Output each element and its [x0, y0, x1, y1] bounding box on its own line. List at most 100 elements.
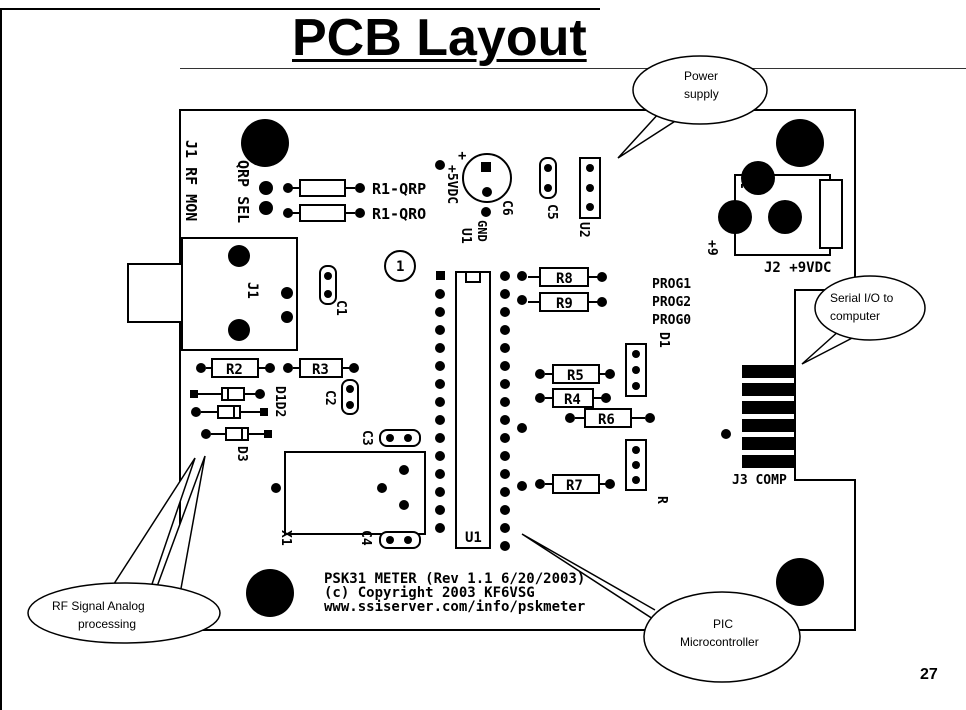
- callout-rf-line1: RF Signal Analog: [52, 599, 145, 613]
- pad: [544, 184, 552, 192]
- pad: [500, 541, 510, 551]
- x1-label: X1: [278, 530, 293, 546]
- pad: [255, 389, 265, 399]
- pad: [435, 397, 445, 407]
- pcb-shape: [127, 263, 183, 323]
- c2-label: C2: [322, 390, 337, 406]
- pcb-shape: [742, 365, 796, 378]
- c2-body: [341, 379, 359, 415]
- footer-line-3: www.ssiserver.com/info/pskmeter: [324, 599, 585, 615]
- footer-line-1: PSK31 METER (Rev 1.1 6/20/2003): [324, 571, 585, 587]
- slide-frame-top: [0, 8, 600, 10]
- pad: [500, 451, 510, 461]
- pad: [435, 469, 445, 479]
- r5-label: R5: [567, 368, 584, 384]
- pcb-shape: [742, 437, 796, 450]
- pad: [500, 397, 510, 407]
- pad: [517, 271, 527, 281]
- title-rule: [180, 68, 966, 69]
- pcb-shape: [742, 455, 796, 468]
- pad: [586, 164, 594, 172]
- pcb-shape: [742, 401, 796, 414]
- pad: [500, 325, 510, 335]
- r1-qrp-label: R1-QRP: [372, 180, 426, 198]
- c4-label: C4: [358, 530, 373, 546]
- pad: [435, 379, 445, 389]
- callout-rf-signal: RF Signal Analog processing: [27, 455, 221, 644]
- u1-bottom-label: U1: [465, 530, 482, 546]
- pad: [632, 446, 640, 454]
- diode-d3: [225, 427, 249, 441]
- pad: [191, 407, 201, 417]
- pad: [435, 160, 445, 170]
- pcb-shape: [632, 55, 768, 125]
- callout-serial-io: Serial I/O to computer: [801, 275, 926, 365]
- pin1-label: 1: [396, 259, 404, 275]
- u1-top-label: U1: [458, 228, 473, 244]
- pad: [645, 413, 655, 423]
- pad: [597, 297, 607, 307]
- pad: [283, 363, 293, 373]
- pad: [346, 401, 354, 409]
- pad: [632, 476, 640, 484]
- prog2-label: PROG2: [652, 295, 691, 310]
- pad: [259, 181, 273, 195]
- pad: [500, 469, 510, 479]
- c6-capacitor: [462, 153, 512, 203]
- pad: [399, 500, 409, 510]
- r1-qro-body: [299, 204, 346, 222]
- callout-pic-line2: Microcontroller: [680, 635, 759, 649]
- pad: [535, 393, 545, 403]
- u2-label: U2: [576, 222, 591, 238]
- pad: [500, 433, 510, 443]
- r7-label: R7: [566, 478, 583, 494]
- pad: [346, 385, 354, 393]
- pad: [228, 319, 250, 341]
- pcb-shape: +: [458, 148, 466, 164]
- pad: [721, 429, 731, 439]
- pad: [324, 272, 332, 280]
- pad: [190, 390, 198, 398]
- pad: [377, 483, 387, 493]
- pad: [544, 164, 552, 172]
- prog0-label: PROG0: [652, 313, 691, 328]
- pad: [435, 433, 445, 443]
- pcb-shape: [465, 272, 481, 283]
- r6-label: R6: [598, 412, 615, 428]
- r8-label: R8: [556, 271, 573, 287]
- pad: [404, 434, 412, 442]
- mount-hole-bl: [246, 569, 294, 617]
- u1-right-pins: [500, 271, 527, 551]
- qrp-sel-label: QRP SEL: [234, 160, 252, 223]
- pad: [500, 307, 510, 317]
- pad: [435, 325, 445, 335]
- pad: [481, 207, 491, 217]
- pad: [500, 505, 510, 515]
- pad: [632, 350, 640, 358]
- plus9-label: +9: [704, 240, 719, 256]
- pcb-shape: -: [734, 182, 749, 190]
- j1-rf-mon-label: J1 RF MON: [182, 140, 200, 221]
- c1-label: C1: [333, 300, 348, 316]
- r9-label: R9: [556, 296, 573, 312]
- r1-qro-label: R1-QRO: [372, 205, 426, 223]
- callout-serial-line1: Serial I/O to: [830, 291, 894, 305]
- u1-ic: [455, 271, 491, 549]
- d3-label: D3: [234, 446, 249, 462]
- pad: [435, 307, 445, 317]
- pad: [386, 434, 394, 442]
- pad: [768, 200, 802, 234]
- r1-qrp-body: [299, 179, 346, 197]
- j3-edge-connector: [742, 365, 796, 468]
- diode-d2: [217, 405, 241, 419]
- c5-label: C5: [544, 204, 559, 220]
- r2-label: R2: [226, 362, 243, 378]
- d1d2-label: D1D2: [272, 386, 287, 417]
- u1-left-pins: [435, 289, 445, 533]
- pad: [597, 272, 607, 282]
- j2-label: J2 +9VDC: [764, 260, 831, 276]
- pad: [264, 430, 272, 438]
- pad: [517, 423, 527, 433]
